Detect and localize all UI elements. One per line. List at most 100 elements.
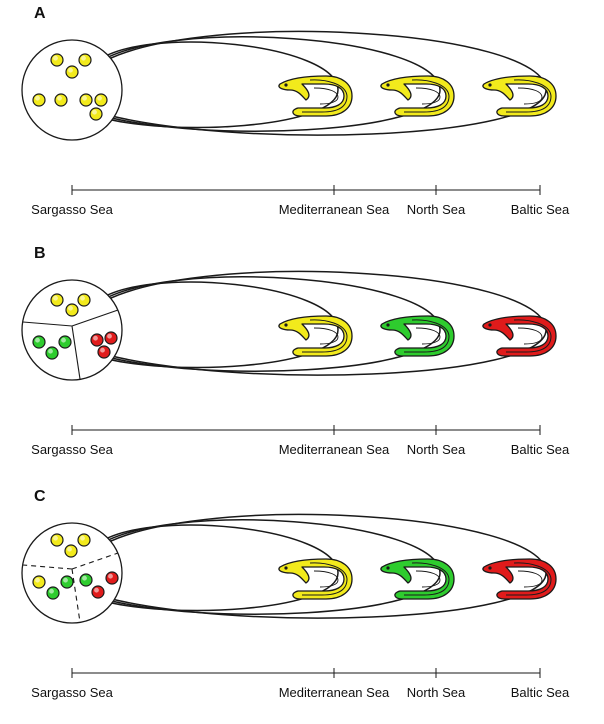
egg-highlight — [80, 295, 85, 301]
egg-highlight — [80, 535, 85, 541]
migration-loop — [95, 41, 339, 129]
egg-highlight — [107, 333, 112, 339]
egg-highlight — [82, 95, 87, 101]
sea-label: Sargasso Sea — [31, 202, 113, 217]
eel-stripe — [313, 87, 339, 105]
eel-stripe — [313, 570, 339, 588]
panel-letter: B — [34, 245, 46, 262]
eel-stripe — [517, 327, 543, 345]
eel-stripe — [404, 79, 450, 113]
migration-loop — [95, 519, 441, 615]
egg-highlight — [67, 546, 72, 552]
eel-body — [380, 75, 455, 117]
eel-red — [482, 315, 557, 357]
sea-label: Sargasso Sea — [31, 442, 113, 457]
egg-highlight — [82, 575, 87, 581]
sea-label: North Sea — [407, 442, 466, 457]
panel-letter: A — [34, 5, 46, 22]
egg-highlight — [53, 535, 58, 541]
sector-divider — [22, 564, 73, 570]
egg-highlight — [48, 348, 53, 354]
egg-highlight — [61, 337, 66, 343]
eel-eye — [488, 566, 492, 570]
egg-highlight — [108, 573, 113, 579]
sea-label: Mediterranean Sea — [279, 442, 390, 457]
egg-highlight — [68, 305, 73, 311]
egg — [64, 544, 78, 558]
egg — [105, 571, 119, 585]
migration-loop — [95, 524, 339, 612]
egg — [54, 93, 68, 107]
eel-green — [380, 315, 455, 357]
eel-yellow — [278, 558, 353, 600]
egg — [46, 586, 60, 600]
sea-label: Mediterranean Sea — [279, 202, 390, 217]
spawning-area-circle — [21, 39, 123, 141]
egg — [32, 93, 46, 107]
egg — [89, 107, 103, 121]
eel-stripe — [415, 87, 441, 105]
sea-label: Baltic Sea — [511, 442, 570, 457]
egg — [91, 585, 105, 599]
egg — [32, 575, 46, 589]
panel-a: A Sargasso Sea Mediterranean Sea North Sea B… — [21, 5, 570, 217]
eel-yellow — [278, 315, 353, 357]
sector-divider — [71, 325, 81, 380]
sea-label: Baltic Sea — [511, 685, 570, 700]
eel-eye — [284, 566, 288, 570]
eel-green — [380, 558, 455, 600]
egg — [60, 575, 74, 589]
migration-loop — [95, 281, 339, 369]
egg — [65, 303, 79, 317]
eel-body — [278, 558, 353, 600]
egg — [50, 533, 64, 547]
egg-highlight — [81, 55, 86, 61]
egg — [58, 335, 72, 349]
egg-highlight — [97, 95, 102, 101]
eel-stripe — [404, 562, 450, 596]
eel-stripe — [313, 327, 339, 345]
eel-body — [380, 558, 455, 600]
egg — [50, 53, 64, 67]
egg — [45, 346, 59, 360]
egg — [50, 293, 64, 307]
sector-divider — [71, 309, 119, 327]
sea-label: Baltic Sea — [511, 202, 570, 217]
egg-highlight — [53, 295, 58, 301]
eel-eye — [488, 323, 492, 327]
eel-yellow — [482, 75, 557, 117]
egg — [97, 345, 111, 359]
migration-loop — [95, 276, 441, 372]
egg-highlight — [49, 588, 54, 594]
eel-eye — [386, 566, 390, 570]
eel-body — [482, 558, 557, 600]
egg — [104, 331, 118, 345]
spawning-area-circle — [21, 522, 123, 624]
egg — [79, 573, 93, 587]
migration-loop — [95, 36, 441, 132]
egg-highlight — [53, 55, 58, 61]
egg — [78, 53, 92, 67]
eel-body — [482, 315, 557, 357]
eel-yellow — [380, 75, 455, 117]
egg-highlight — [100, 347, 105, 353]
eel-yellow — [278, 75, 353, 117]
spawning-area-circle — [21, 279, 123, 381]
sector-divider — [71, 552, 119, 570]
egg — [77, 293, 91, 307]
eel-stripe — [302, 319, 348, 353]
sector-divider — [22, 321, 73, 327]
egg-highlight — [35, 95, 40, 101]
egg-highlight — [35, 577, 40, 583]
sea-label: North Sea — [407, 202, 466, 217]
eel-body — [380, 315, 455, 357]
egg — [94, 93, 108, 107]
panel-b: B Sargasso Sea Mediterranean Sea North Sea B… — [21, 245, 570, 457]
eel-eye — [386, 83, 390, 87]
eel-red — [482, 558, 557, 600]
egg-highlight — [94, 587, 99, 593]
eel-eye — [284, 83, 288, 87]
egg — [32, 335, 46, 349]
